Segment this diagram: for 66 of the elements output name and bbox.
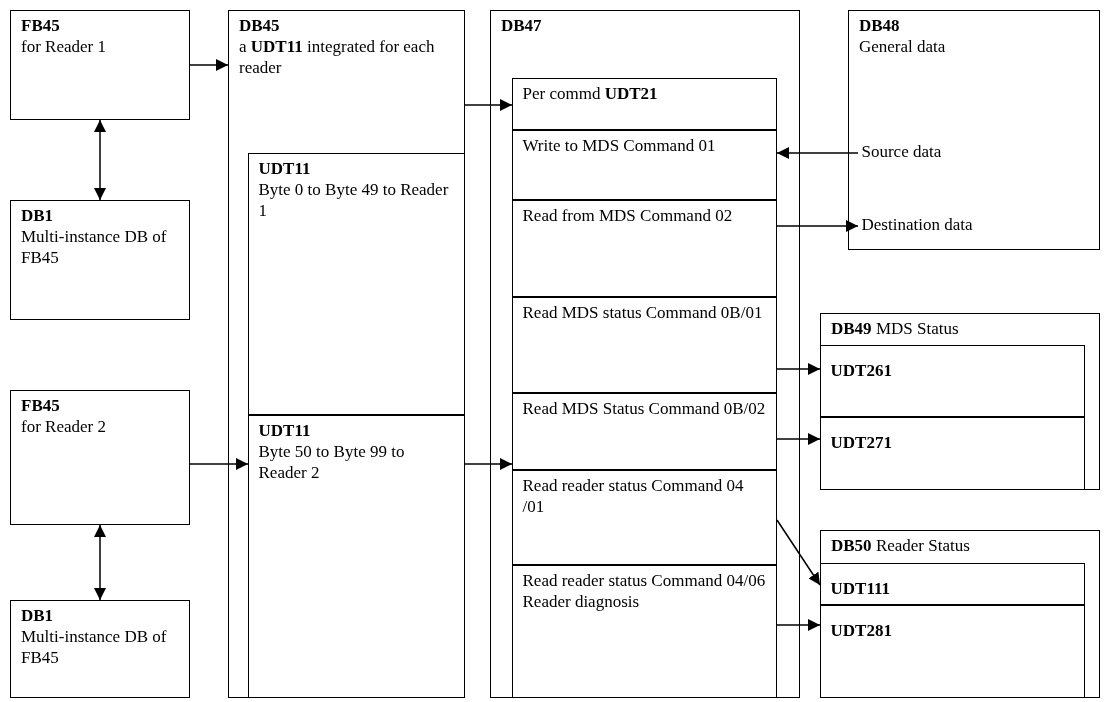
block-text: DB50 Reader Status [831,535,971,556]
block-text: Write to MDS Command 01 [522,134,717,156]
block-text: Read MDS status Command 0B/01 [522,301,764,323]
data-block-box [848,10,1100,250]
arrow [776,433,821,445]
arrow [776,519,821,586]
text-label: Source data [857,140,998,167]
block-text: Read reader status Command 04 /01 [522,474,745,517]
data-block-box [820,313,1100,490]
arrow [94,524,106,601]
data-block-box [10,10,190,120]
block-heading: DB1 [21,205,55,226]
text-label: Destination data [857,213,1018,240]
data-block-box [511,129,777,200]
arrow [464,458,513,470]
data-block-box [819,604,1085,698]
block-heading: DB48 [859,15,901,36]
data-block-box [247,152,465,415]
data-block-box [819,562,1085,605]
data-block-box [820,530,1100,698]
block-text: Read from MDS Command 02 [522,204,734,226]
block-heading: DB45 [239,15,281,36]
block-text: UDT261 [830,359,893,381]
data-block-box [511,392,777,470]
arrow [189,458,249,470]
arrow [189,59,229,71]
block-text: Byte 0 to Byte 49 to Reader 1 [258,178,450,221]
block-text: DB49 MDS Status [831,318,960,339]
arrow [776,147,859,159]
block-text: General data [859,36,947,57]
block-heading: UDT11 [258,157,312,179]
data-block-box [490,10,800,698]
data-block-box [819,344,1085,417]
data-block-box [511,199,777,297]
block-text: Read reader status Command 04/06 Reader diagnosis [522,569,766,612]
data-block-box [511,564,777,698]
block-text: for Reader 2 [21,416,107,437]
data-block-box [511,77,777,130]
arrow [464,99,513,111]
block-text: Multi-instance DB of FB45 [21,226,168,268]
data-block-box [10,600,190,698]
data-block-box [247,414,465,698]
arrow [94,119,106,201]
arrow [776,363,821,375]
block-text: Multi-instance DB of FB45 [21,626,168,668]
arrow [776,619,821,631]
block-text: a UDT11 integrated for each reader [239,36,436,78]
data-block-box [511,296,777,393]
block-heading: DB1 [21,605,55,626]
block-text: Per commd UDT21 [522,82,659,104]
block-text: for Reader 1 [21,36,107,57]
data-block-box [10,390,190,525]
data-block-box [819,416,1085,490]
block-text: UDT271 [830,431,893,453]
block-text: Read MDS Status Command 0B/02 [522,397,766,419]
block-text: DB47 [501,15,543,36]
block-text: UDT281 [830,619,893,641]
data-block-box [10,200,190,320]
arrow [776,220,859,232]
block-text: Byte 50 to Byte 99 to Reader 2 [258,440,406,483]
block-heading: UDT11 [258,419,312,441]
block-text: UDT111 [830,577,892,599]
block-heading: FB45 [21,15,61,36]
data-block-box [511,469,777,565]
data-block-box [228,10,465,698]
block-heading: FB45 [21,395,61,416]
